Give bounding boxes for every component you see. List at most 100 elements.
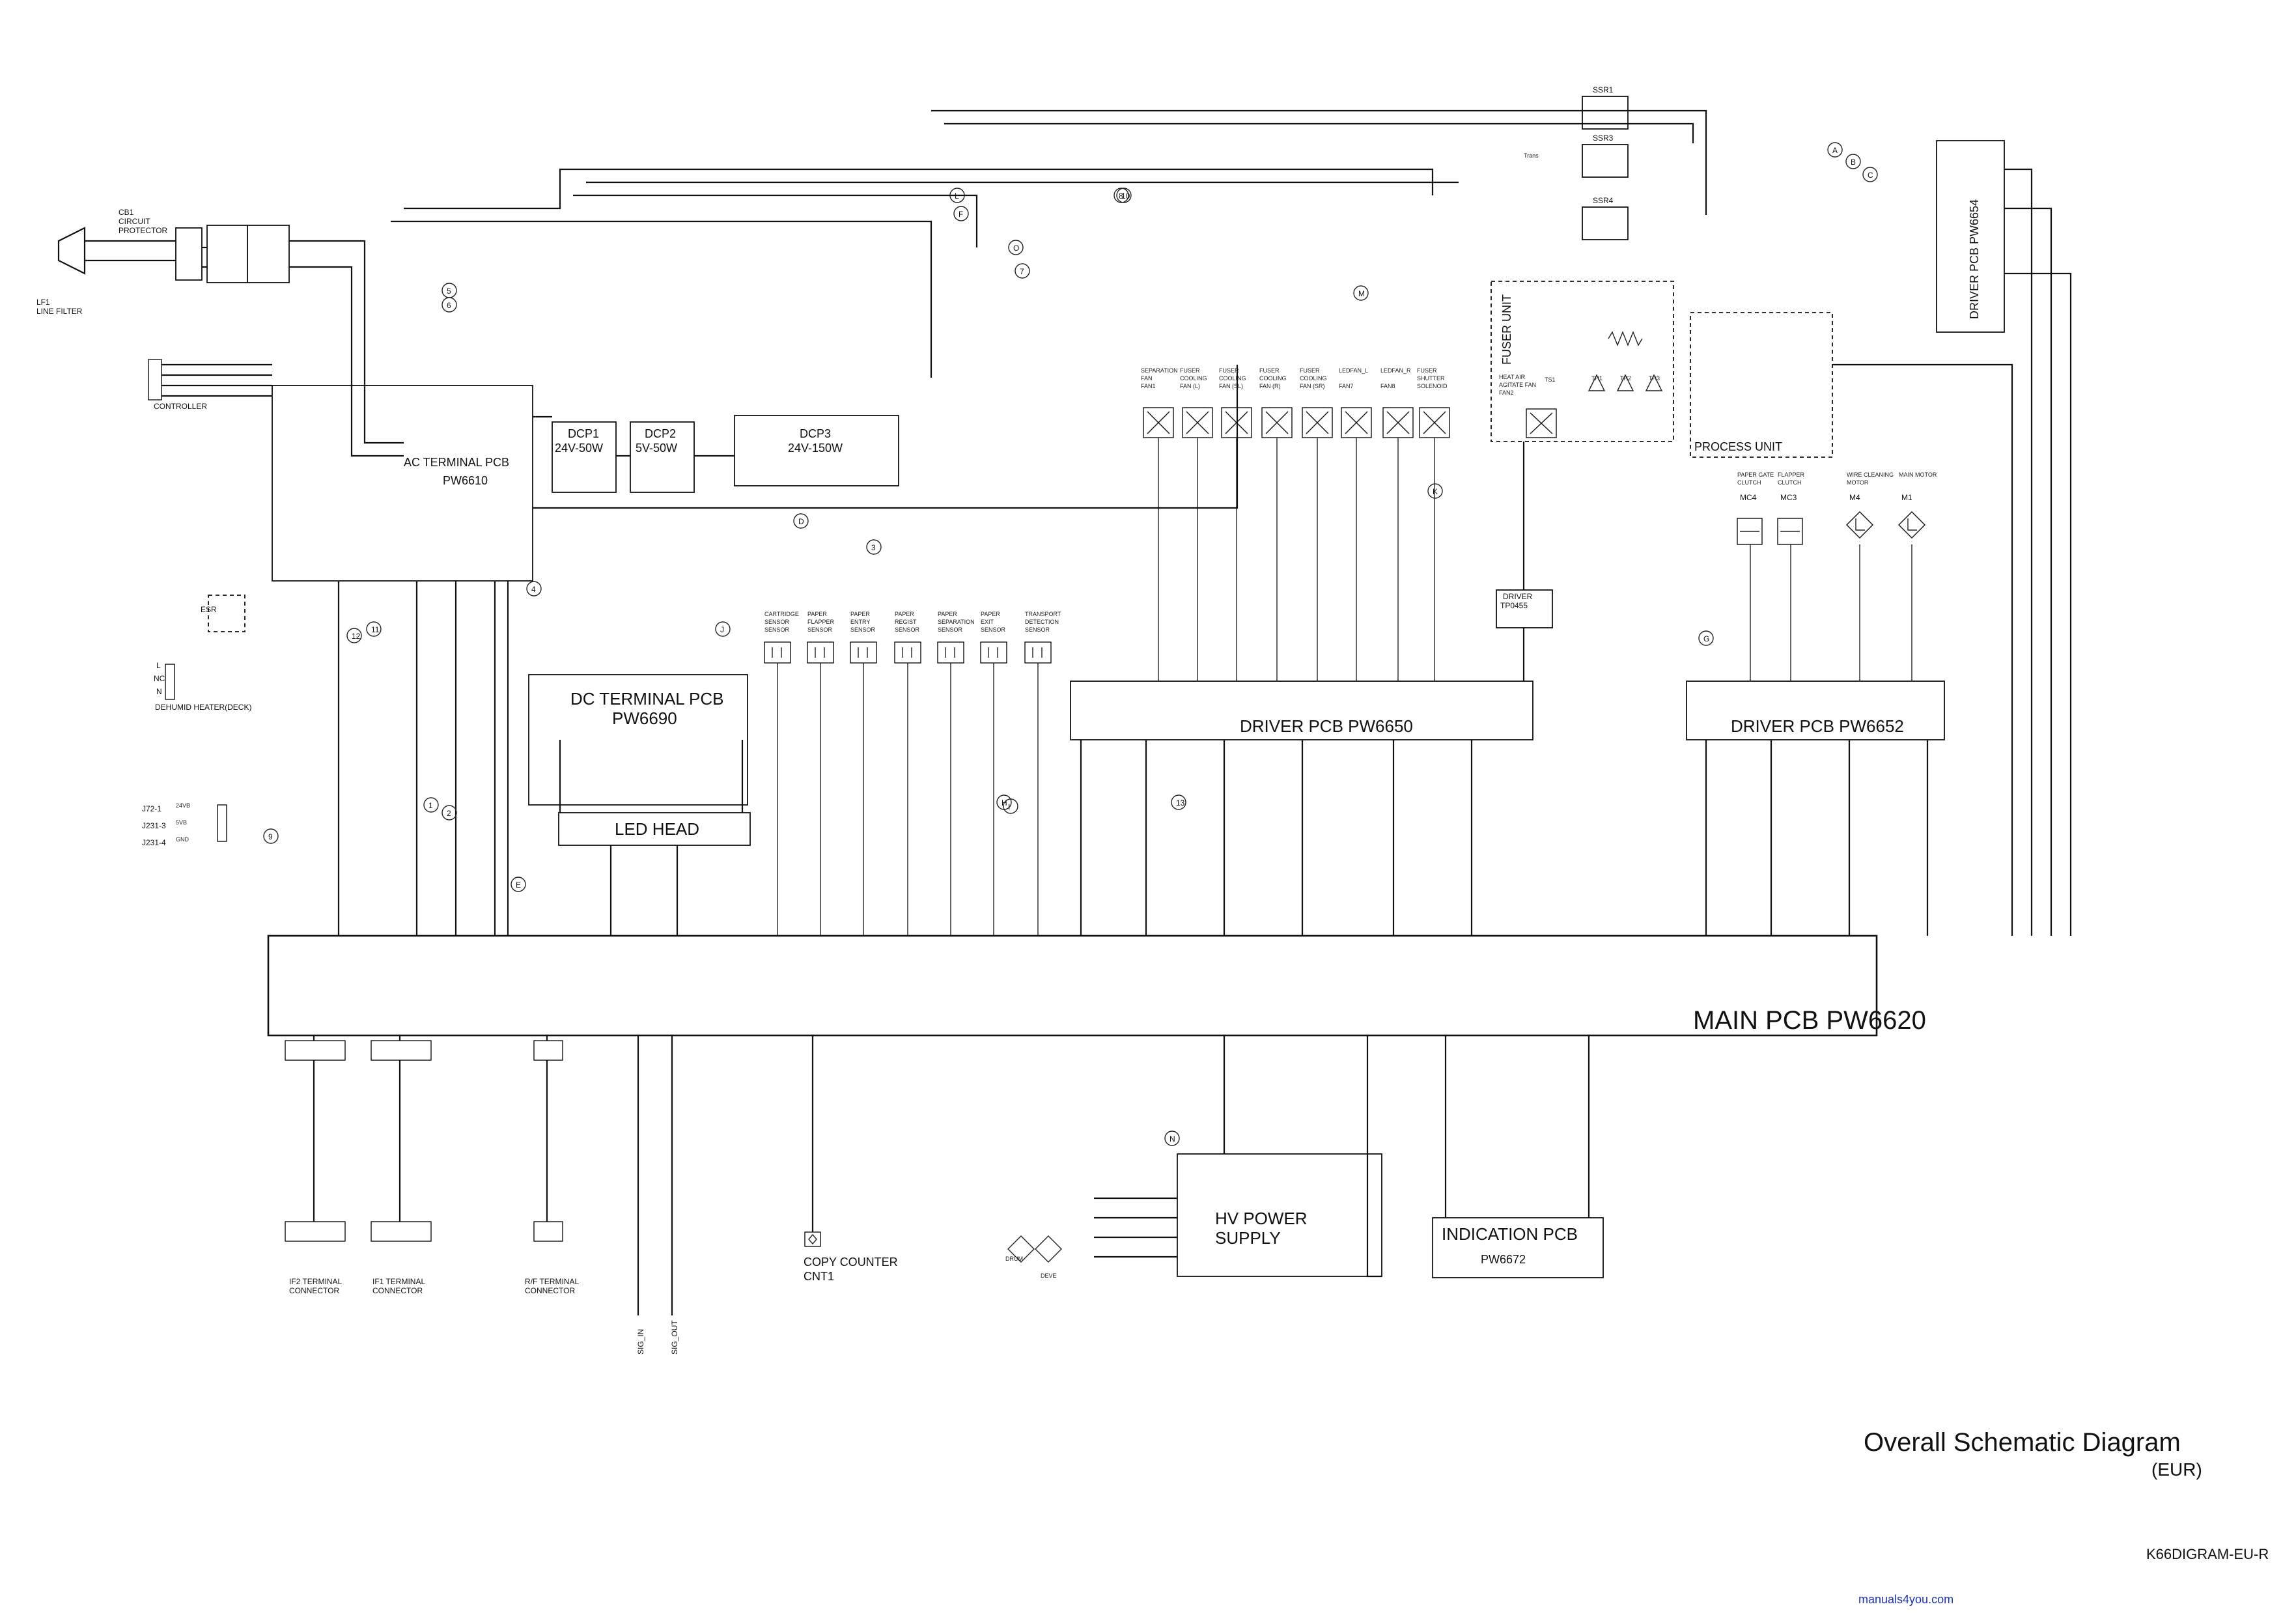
ac-terminal-code: PW6610 <box>443 474 488 487</box>
driver-pcb-6654-block: DRIVER PCB PW6654 <box>1936 140 2005 333</box>
marker-text: F <box>959 210 963 219</box>
marker-I: I <box>1003 798 1018 814</box>
dcp1-block: DCP1 24V-50W <box>552 421 617 493</box>
dehumid-l: L <box>156 661 161 670</box>
motor-label-line2: CLUTCH <box>1737 479 1761 486</box>
sensor-label-line3: SENSOR <box>807 626 833 633</box>
driver-6650-label: DRIVER PCB PW6650 <box>1240 716 1413 736</box>
fan-label-line1: LEDFAN_R <box>1380 367 1411 374</box>
marker-text: B <box>1851 158 1856 167</box>
ssr3-label: SSR3 <box>1593 133 1614 143</box>
motor-label-line2: CLUTCH <box>1778 479 1802 486</box>
fuser-unit-block: FUSER UNIT <box>1491 281 1674 442</box>
marker-text: E <box>516 880 521 890</box>
dcp2-block: DCP2 5V-50W <box>630 421 695 493</box>
credit-text[interactable]: manuals4you.com <box>1858 1593 1953 1606</box>
marker-5: 5 <box>441 283 457 298</box>
marker-text: 7 <box>1020 267 1024 276</box>
marker-10: 10 <box>1116 188 1132 203</box>
marker-text: 1 <box>428 801 433 810</box>
sensor-label-line2: SEPARATION <box>938 619 975 625</box>
main-pcb-label: MAIN PCB PW6620 <box>1693 1006 1926 1035</box>
dc-terminal-label: DC TERMINAL PCB <box>570 689 724 709</box>
marker-text: N <box>1169 1134 1175 1144</box>
wire-42 <box>2004 272 2072 936</box>
marker-F: F <box>953 206 969 221</box>
process-unit-block: PROCESS UNIT <box>1690 312 1833 458</box>
wire-41 <box>2004 207 2052 936</box>
ssr-group: SSR1 SSR3 SSR4 Trans <box>1524 85 1629 240</box>
dcp1-rating: 24V-50W <box>555 442 603 455</box>
marker-B: B <box>1845 154 1861 169</box>
fan-label-line3: FAN1 <box>1141 383 1156 389</box>
fan-label-line2: SHUTTER <box>1417 375 1445 382</box>
process-unit-label: PROCESS UNIT <box>1694 440 1782 453</box>
motor-label-line2: MOTOR <box>1847 479 1869 486</box>
drum-deve: DRUM DEVE <box>1005 1235 1062 1279</box>
led-head-block: LED HEAD <box>558 812 751 846</box>
driver-tp-code: TP0455 <box>1500 601 1528 610</box>
fan-label-line1: SEPARATION <box>1141 367 1178 374</box>
driver-pcb-6652-block: DRIVER PCB PW6652 <box>1686 681 1945 740</box>
driver-pcb-6650-block: DRIVER PCB PW6650 <box>1070 681 1533 740</box>
dcp3-rating: 24V-150W <box>788 442 843 455</box>
sensor-label-line2: EXIT <box>981 619 994 625</box>
hv-power-supply-block: HV POWER SUPPLY <box>1177 1153 1382 1277</box>
sensor-label-line3: SENSOR <box>1025 626 1050 633</box>
title-block: Overall Schematic Diagram (EUR) K66DIGRA… <box>1858 1428 2269 1606</box>
wiring <box>85 109 2072 1315</box>
drum-label: DRUM <box>1005 1256 1023 1262</box>
if2-terminal-connector: IF2 TERMINAL CONNECTOR <box>285 1040 346 1295</box>
fan-label-line3: FAN (R) <box>1259 383 1281 389</box>
dehumid-nc: NC <box>154 674 165 683</box>
motor-label-line1: MAIN MOTOR <box>1899 471 1937 478</box>
dc-output-pins: J72-1 J231-3 J231-4 24VB 5VB GND <box>142 802 227 847</box>
fan-label-line3: SOLENOID <box>1417 383 1448 389</box>
sensor-label-line3: SENSOR <box>764 626 790 633</box>
controller-connector: CONTROLLER <box>148 359 207 411</box>
dehumid-heater: DEHUMID HEATER(DECK) L NC N <box>154 661 251 712</box>
pin-24vb: 24VB <box>176 802 190 809</box>
driver-6652-label: DRIVER PCB PW6652 <box>1731 716 1904 736</box>
dc-terminal-pcb-block: DC TERMINAL PCB PW6690 <box>528 674 748 806</box>
esr-label: ESR <box>201 605 217 614</box>
marker-12: 12 <box>346 628 362 643</box>
indication-label: INDICATION PCB <box>1442 1224 1578 1244</box>
marker-text: J <box>720 625 724 634</box>
cb1-line3: PROTECTOR <box>119 226 167 235</box>
wire-54 <box>1366 1035 1382 1278</box>
fan-label-line2: COOLING <box>1259 375 1287 382</box>
sig-out-label: SIG_OUT <box>670 1320 679 1355</box>
driver-tp-label: DRIVER <box>1503 592 1533 601</box>
cb1-label: CB1 <box>119 208 134 217</box>
heat-fan-label-2: AGITATE FAN <box>1499 382 1536 388</box>
marker-text: 11 <box>371 625 380 634</box>
rf-label: R/F TERMINAL <box>525 1277 579 1286</box>
fan-label-line2: COOLING <box>1180 375 1207 382</box>
wire-11 <box>391 220 932 378</box>
marker-L: L <box>949 188 965 203</box>
marker-text: 10 <box>1121 191 1130 201</box>
sensor-label-line1: PAPER <box>981 611 1000 617</box>
diagram-subtitle: (EUR) <box>2151 1459 2202 1480</box>
sensor-label-line3: SENSOR <box>850 626 876 633</box>
fan-label-line2: COOLING <box>1219 375 1246 382</box>
if2-label: IF2 TERMINAL <box>289 1277 342 1286</box>
fan-label-line1: LEDFAN_L <box>1339 367 1368 374</box>
marker-8: 8 <box>1113 188 1129 203</box>
marker-C: C <box>1862 167 1878 182</box>
marker-text: M <box>1358 289 1365 298</box>
dcp3-label: DCP3 <box>800 427 831 440</box>
pin-j231-3: J231-3 <box>142 821 166 830</box>
fan-label-line1: FUSER <box>1180 367 1200 374</box>
marker-1: 1 <box>423 797 439 813</box>
main-pcb-block: MAIN PCB PW6620 <box>267 934 1926 1037</box>
marker-2: 2 <box>441 805 457 821</box>
sig-lines: SIG_IN SIG_OUT <box>636 1320 679 1355</box>
